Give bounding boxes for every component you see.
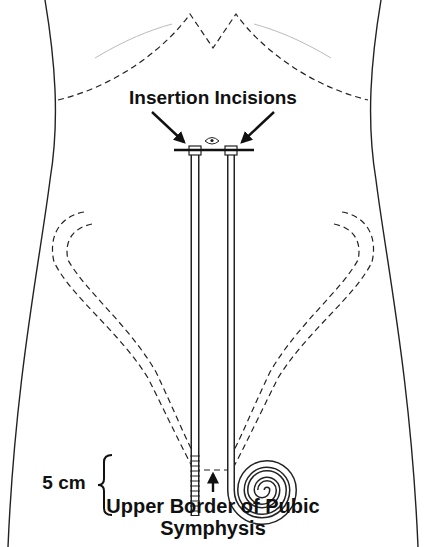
graduation-tick (190, 481, 200, 482)
incision-marks (174, 146, 254, 155)
pelvis-outline (52, 212, 373, 470)
graduation-tick (190, 466, 200, 467)
landmark-label: Upper Border of Pubic Symphysis (73, 495, 353, 539)
graduation-tick (190, 491, 200, 492)
dimension-label: 5 cm (30, 473, 98, 494)
graduation-tick (190, 486, 200, 487)
graduation-tick (190, 461, 200, 462)
graduation-tick (190, 471, 200, 472)
graduation-tick (190, 476, 200, 477)
graduation-tick (190, 456, 200, 457)
torso-outline (8, 0, 418, 547)
straight-catheter (190, 146, 200, 516)
leader-arrows (152, 112, 274, 492)
navel (205, 138, 219, 145)
incision-label: Insertion Incisions (93, 88, 333, 109)
pigtail-catheter (231, 146, 293, 521)
